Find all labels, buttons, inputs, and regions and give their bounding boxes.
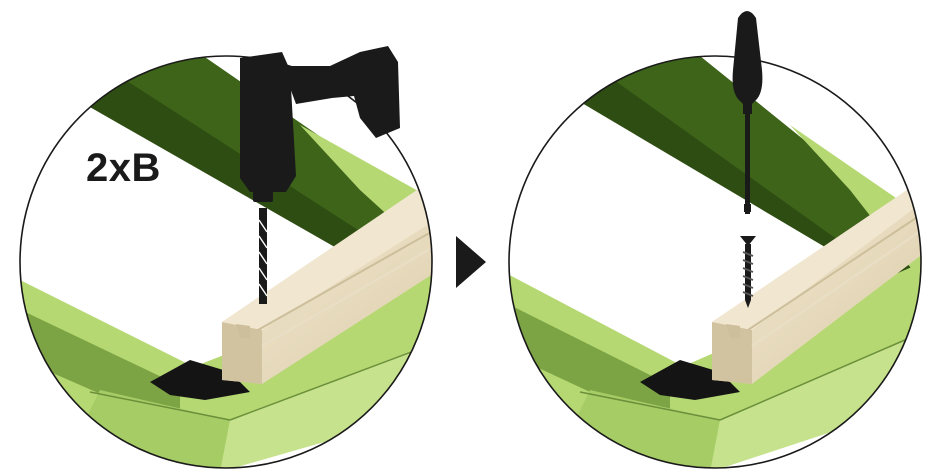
left-detail-circle (19, 55, 433, 469)
power-drill-icon (240, 46, 400, 202)
drill-bit-icon (258, 208, 268, 304)
right-detail-circle (508, 55, 922, 469)
wooden-batten (222, 188, 432, 384)
cast-shadow (640, 360, 740, 400)
back-rail (560, 56, 921, 330)
wooden-batten (712, 188, 921, 384)
quantity-label: 2xB (86, 146, 161, 190)
screw-icon (740, 236, 756, 308)
screwdriver-icon (732, 11, 763, 212)
play-arrow-icon (456, 236, 486, 288)
right-circle-outline (508, 55, 922, 469)
cast-shadow (150, 360, 250, 400)
left-circle-outline (19, 55, 433, 469)
